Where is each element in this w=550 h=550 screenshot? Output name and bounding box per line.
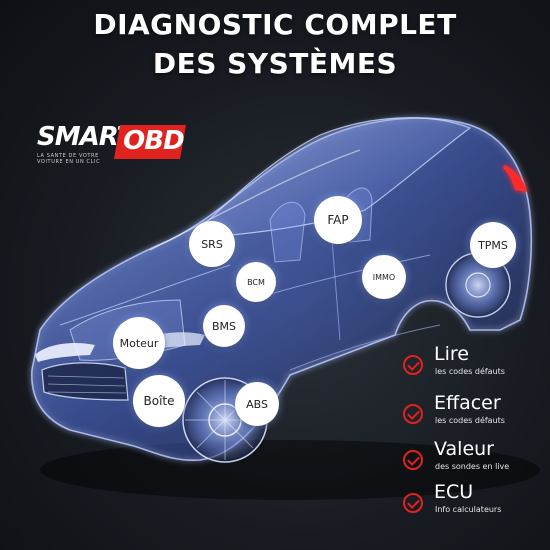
bubble-label: BCM: [247, 277, 265, 287]
system-bubble-srs: SRS: [189, 221, 235, 267]
feature-subtitle: les codes défauts: [435, 416, 505, 425]
headline-line-1: DIAGNOSTIC COMPLET: [93, 8, 457, 41]
car-highlight: [149, 149, 361, 251]
bubble-label: IMMO: [372, 272, 396, 282]
system-bubble-abs: ABS: [235, 382, 279, 426]
feature-title: ECU: [434, 481, 474, 503]
car-grille: [41, 362, 129, 401]
system-bubble-bms: BMS: [203, 305, 245, 347]
check-circle-icon: [403, 355, 423, 375]
system-bubble-boite: Boîte: [133, 375, 185, 427]
feature-subtitle: les codes défauts: [435, 367, 505, 376]
bubble-label: BMS: [211, 319, 237, 333]
feature-subtitle: des sondes en live: [435, 462, 510, 471]
feature-title: Effacer: [434, 392, 501, 414]
car-glasshouse: [188, 117, 472, 239]
system-bubble-bcm: BCM: [236, 262, 276, 302]
car-seat: [269, 202, 306, 263]
check-circle-icon: [403, 404, 423, 424]
car-front-wheel-spokes: [185, 380, 265, 460]
feature-title: Lire: [434, 343, 469, 365]
system-bubble-moteur: Moteur: [113, 317, 165, 369]
check-circle-icon: [403, 493, 423, 513]
headline-line-2: DES SYSTÈMES: [152, 47, 398, 80]
logo-tagline: LA SANTE DE VOTRE VOITURE EN UN CLIC: [37, 153, 101, 165]
car-taillight: [503, 165, 527, 192]
car-sill-line: [289, 324, 441, 371]
system-bubble-tpms: TPMS: [470, 222, 516, 268]
bubble-label: Boîte: [143, 394, 175, 408]
bubble-label: TPMS: [478, 238, 508, 252]
car-hood-line: [59, 264, 231, 326]
car-rear-wheel-hub: [465, 272, 491, 298]
bubble-label: FAP: [327, 213, 349, 227]
car-grille-bars: [47, 375, 127, 394]
bubble-label: ABS: [246, 397, 268, 411]
check-circle-icon: [403, 450, 423, 470]
system-bubble-immo: IMMO: [362, 255, 406, 299]
smart-obd-logo: SMART OBD LA SANTE DE VOTRE VOITURE EN U…: [37, 122, 187, 172]
feature-title: Valeur: [434, 438, 494, 460]
feature-subtitle: Info calculateurs: [435, 505, 502, 514]
bubble-label: Moteur: [119, 336, 159, 350]
system-bubble-fap: FAP: [314, 196, 362, 244]
bubble-label: SRS: [201, 237, 223, 251]
car-headlight: [35, 343, 95, 362]
